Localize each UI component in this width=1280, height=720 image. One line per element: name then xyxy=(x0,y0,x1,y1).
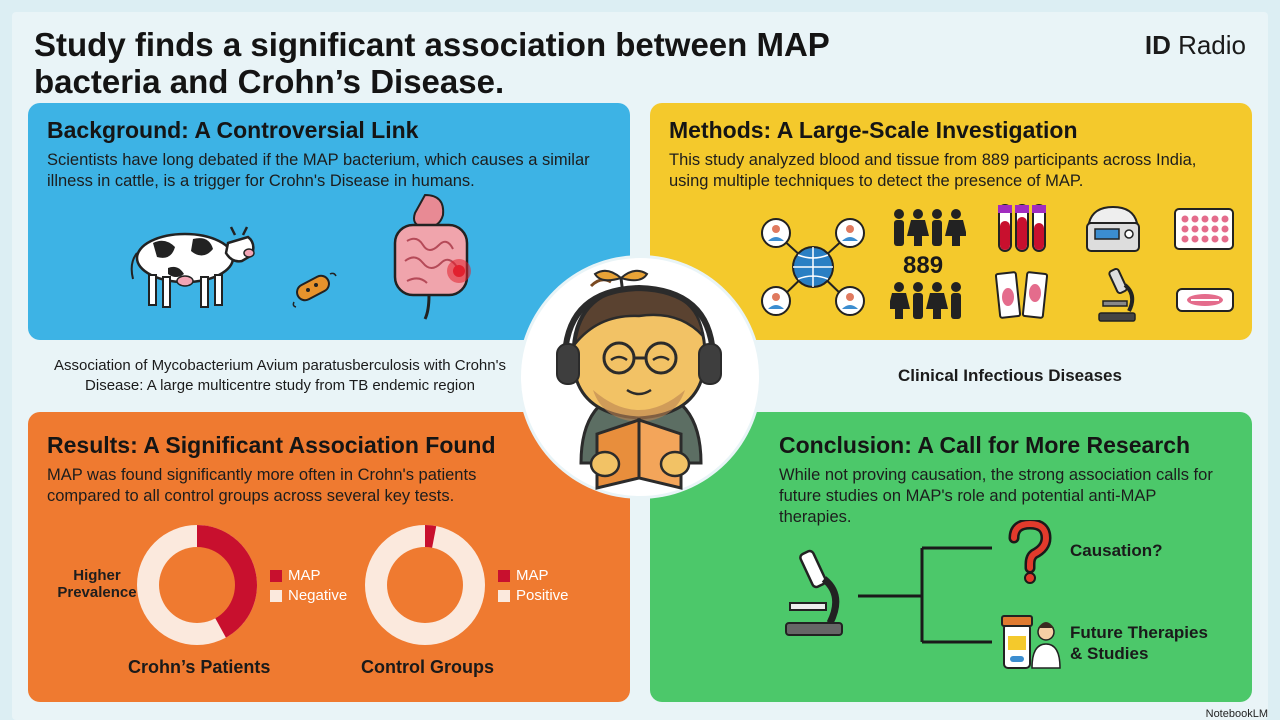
microscope-icon xyxy=(785,549,843,636)
background-heading: Background: A Controversial Link xyxy=(47,117,419,143)
brand-bold: ID xyxy=(1144,30,1171,60)
question-mark-icon xyxy=(1008,520,1052,584)
legend-label: Negative xyxy=(288,587,348,604)
branch-causation: Causation? xyxy=(1070,541,1163,560)
people-icon xyxy=(894,209,966,246)
legend-row-other: Negative xyxy=(270,586,347,606)
legend-row-map: MAP xyxy=(498,566,569,586)
background-text: Scientists have long debated if the MAP … xyxy=(47,151,590,190)
conclusion-text: While not proving causation, the strong … xyxy=(779,466,1213,526)
journal-name: Clinical Infectious Diseases xyxy=(898,366,1122,385)
donut-controls xyxy=(365,525,485,645)
host-avatar xyxy=(521,258,759,496)
legend-row-map: MAP xyxy=(270,566,347,586)
footer-credit: NotebookLM xyxy=(1205,708,1268,720)
results-text: MAP was found significantly more often i… xyxy=(47,466,477,505)
branch-future: Future Therapies & Studies xyxy=(1070,623,1208,663)
donut-hole xyxy=(159,547,235,623)
donut-hole xyxy=(387,547,463,623)
pcr-machine-icon xyxy=(1086,205,1140,252)
page-title: Study finds a significant association be… xyxy=(34,26,830,100)
swatch-map xyxy=(270,570,282,582)
donut-crohns xyxy=(137,525,257,645)
well-plate-icon xyxy=(1174,208,1234,250)
network-globe-icon xyxy=(761,218,865,316)
microscope-icon xyxy=(1098,267,1136,322)
swatch-other xyxy=(498,590,510,602)
results-heading: Results: A Significant Association Found xyxy=(47,432,496,458)
medicine-doctors-icon xyxy=(1001,615,1061,669)
legend-row-other: Positive xyxy=(498,586,569,606)
methods-text: This study analyzed blood and tissue fro… xyxy=(669,151,1197,190)
donut-caption: Control Groups xyxy=(361,657,494,677)
blood-tubes-icon xyxy=(998,204,1046,252)
methods-panel: Methods: A Large-Scale Investigation Thi… xyxy=(650,103,1252,340)
petri-dish-icon xyxy=(1176,288,1234,312)
legend-crohns: MAP Negative xyxy=(270,566,347,606)
donut-caption: Crohn’s Patients xyxy=(128,657,271,677)
brand-rest: Radio xyxy=(1170,30,1246,60)
cow-icon xyxy=(130,226,255,308)
background-panel: Background: A Controversial Link Scienti… xyxy=(28,103,630,340)
branch-lines xyxy=(858,546,992,644)
methods-heading: Methods: A Large-Scale Investigation xyxy=(669,117,1078,143)
legend-label: Positive xyxy=(516,587,569,604)
results-panel: Results: A Significant Association Found… xyxy=(28,412,630,702)
tissue-slides-icon xyxy=(995,271,1049,319)
swatch-other xyxy=(270,590,282,602)
legend-label: MAP xyxy=(516,567,549,584)
people-icon-lower xyxy=(890,282,961,319)
legend-controls: MAP Positive xyxy=(498,566,569,606)
swatch-map xyxy=(498,570,510,582)
bacterium-icon xyxy=(292,272,337,308)
conclusion-heading: Conclusion: A Call for More Research xyxy=(779,432,1191,458)
participant-count: 889 xyxy=(903,252,944,279)
study-title: Association of Mycobacterium Avium parat… xyxy=(54,357,506,394)
legend-label: MAP xyxy=(288,567,321,584)
side-label: Higher Prevalence xyxy=(57,567,137,601)
brand-logo: ID Radio xyxy=(1145,30,1246,61)
conclusion-panel: Conclusion: A Call for More Research Whi… xyxy=(650,412,1252,702)
intestine-icon xyxy=(393,193,471,320)
host-avatar-illustration xyxy=(556,269,722,490)
